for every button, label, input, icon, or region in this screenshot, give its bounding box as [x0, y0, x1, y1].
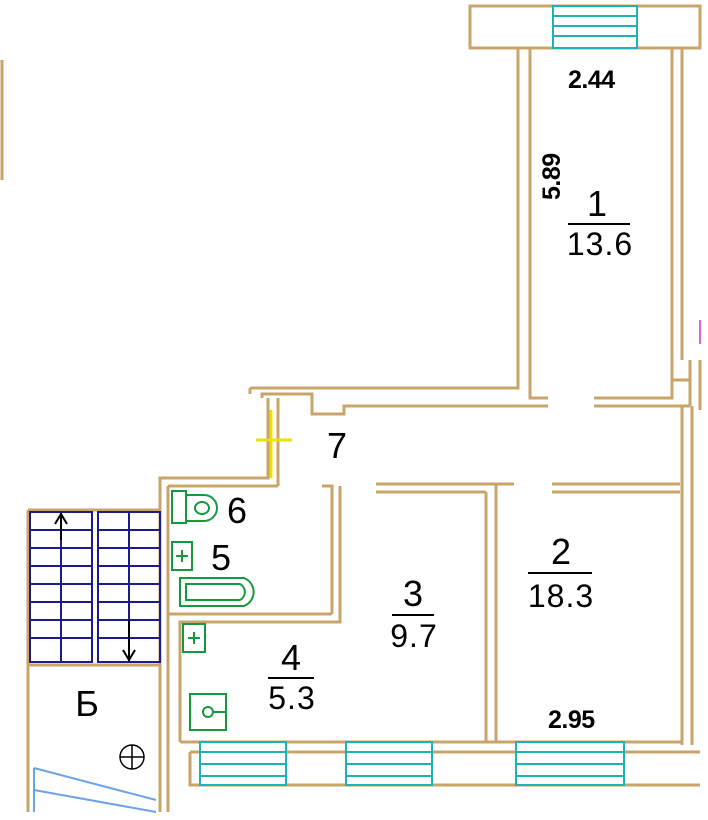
room-1-divider	[568, 223, 630, 225]
bathtub-icon	[179, 577, 255, 607]
room-4-number: 4	[280, 637, 302, 678]
shaft-symbol-icon	[119, 744, 145, 770]
fixtures	[171, 490, 255, 731]
stove-icon	[189, 693, 227, 731]
room-5-number: 5	[210, 537, 232, 578]
toilet-icon	[171, 490, 218, 524]
window-bottom-1	[199, 741, 287, 786]
room-3-area: 9.7	[390, 618, 438, 654]
window-bottom-2	[345, 741, 433, 786]
door-marker	[256, 410, 292, 478]
room-2-area: 18.3	[527, 578, 595, 614]
window-top	[552, 5, 638, 49]
room-3-divider	[392, 614, 434, 616]
room-3-number: 3	[402, 573, 424, 614]
room-b-letter: Б	[75, 683, 99, 724]
sink-icon-bath	[171, 541, 193, 571]
dimension-room2-width: 2.95	[548, 706, 595, 734]
room-1-number: 1	[586, 183, 608, 224]
window-bottom-3	[515, 741, 625, 786]
stairs	[29, 511, 161, 663]
room-4-divider	[268, 677, 314, 679]
sink-icon-kitchen	[182, 623, 206, 653]
dimension-room1-length: 5.89	[538, 153, 566, 200]
room-4-area: 5.3	[268, 680, 316, 716]
stair-arrows	[54, 512, 136, 662]
room-2-divider	[528, 572, 592, 574]
walls	[0, 4, 702, 812]
room-7-number: 7	[326, 425, 348, 466]
room-2-number: 2	[550, 531, 572, 572]
room-1-area: 13.6	[566, 226, 634, 262]
entrance-hatch	[33, 767, 157, 813]
dimension-room1-width: 2.44	[568, 66, 615, 94]
room-6-number: 6	[226, 490, 248, 531]
windows	[199, 5, 638, 786]
